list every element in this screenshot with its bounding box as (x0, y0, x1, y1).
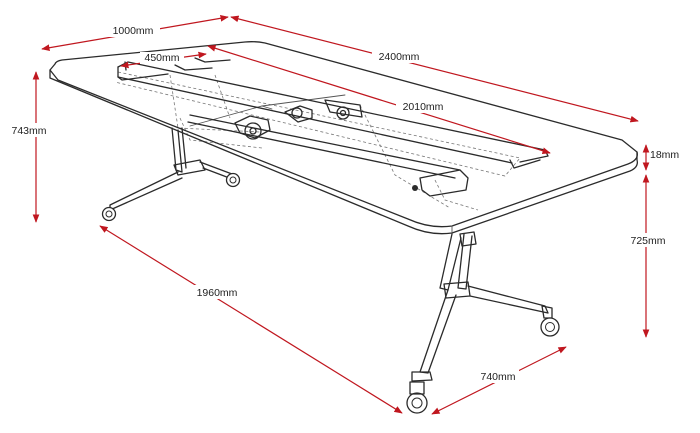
frame-length-label: 2010mm (403, 101, 444, 113)
base-width-label: 740mm (480, 371, 515, 383)
dimension-labels: 1000mm 2400mm 450mm 2010mm 743mm 18mm 72… (6, 24, 679, 383)
right-leg (411, 231, 553, 382)
width-top-label: 1000mm (113, 25, 154, 37)
caster-wheel (540, 317, 560, 337)
base-length-label: 1960mm (197, 287, 238, 299)
base-length-dimension-line (99, 225, 403, 414)
left-leg (109, 127, 233, 211)
caster-wheel (101, 206, 117, 222)
caster-wheel (225, 172, 241, 188)
leaf-width-label: 450mm (144, 52, 179, 64)
support-frame (117, 57, 549, 197)
length-label: 2400mm (379, 51, 420, 63)
table-drawing (49, 41, 638, 414)
dimension-lines (32, 14, 650, 415)
overall-height-label: 743mm (11, 125, 46, 137)
leg-height-label: 725mm (630, 235, 665, 247)
frame-length-dimension-line (207, 45, 551, 154)
table-top (49, 41, 638, 235)
caster-wheel (406, 392, 428, 414)
top-thickness-label: 18mm (650, 149, 679, 161)
